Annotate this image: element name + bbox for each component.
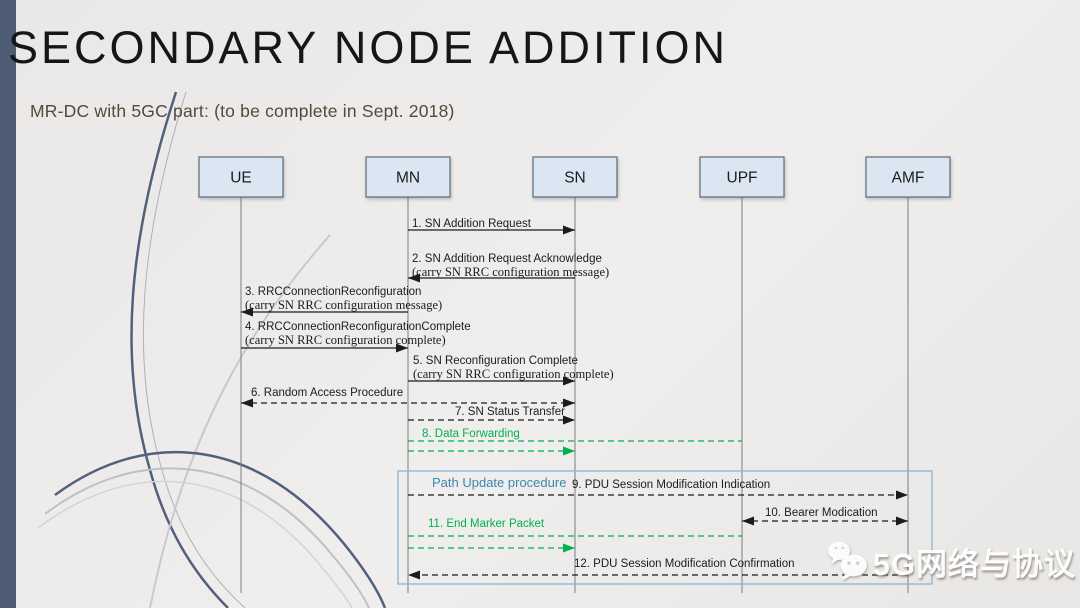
arrowhead	[896, 516, 908, 526]
arrowhead	[896, 490, 908, 500]
arrowhead	[563, 398, 575, 408]
message-label-12: 12. PDU Session Modification Confirmatio…	[574, 558, 795, 570]
slide-subtitle: MR-DC with 5GC part: (to be complete in …	[30, 101, 455, 121]
arrowhead	[408, 570, 420, 580]
arrowhead	[742, 516, 754, 526]
message-label-7: 7. SN Status Transfer	[455, 406, 565, 418]
actor-label-sn: SN	[564, 170, 586, 187]
watermark: 5G网络与协议	[826, 530, 1076, 592]
actor-box-ue	[198, 156, 284, 198]
message-sublabel-5: (carry SN RRC configuration complete)	[413, 367, 614, 381]
arrowhead	[563, 543, 575, 553]
actor-label-upf: UPF	[727, 170, 758, 187]
page-title: SECONDARY NODE ADDITION	[8, 22, 728, 73]
actor-label-amf: AMF	[892, 170, 925, 187]
actor-box-upf	[699, 156, 785, 198]
arrowhead	[563, 415, 575, 425]
watermark-text: 5G网络与协议	[872, 546, 1076, 582]
message-label-2: 2. SN Addition Request Acknowledge	[412, 253, 602, 265]
arrowhead	[563, 446, 575, 456]
arrowhead	[396, 343, 408, 353]
arrowhead	[563, 225, 575, 235]
frame-label: Path Update procedure	[432, 475, 566, 490]
arrowhead	[241, 398, 253, 408]
message-label-3: 3. RRCConnectionReconfiguration	[245, 286, 421, 298]
actor-label-ue: UE	[230, 170, 252, 187]
message-label-5: 5. SN Reconfiguration Complete	[413, 355, 578, 367]
actor-label-mn: MN	[396, 170, 420, 187]
wechat-icon	[828, 541, 867, 581]
path-update-frame	[397, 470, 933, 585]
arrowhead	[563, 376, 575, 386]
message-label-4: 4. RRCConnectionReconfigurationComplete	[245, 321, 471, 333]
message-label-11: 11. End Marker Packet	[428, 518, 545, 530]
arrowhead	[241, 307, 253, 317]
message-sublabel-3: (carry SN RRC configuration message)	[245, 298, 442, 312]
message-sublabel-2: (carry SN RRC configuration message)	[412, 265, 609, 279]
message-label-8: 8. Data Forwarding	[422, 428, 520, 440]
message-label-1: 1. SN Addition Request	[412, 218, 532, 230]
actor-box-mn	[365, 156, 451, 198]
arrowhead	[408, 273, 420, 283]
actor-box-amf	[865, 156, 951, 198]
actor-box-sn	[532, 156, 618, 198]
message-label-10: 10. Bearer Modication	[765, 507, 878, 519]
message-label-9: 9. PDU Session Modification Indication	[572, 479, 770, 491]
message-sublabel-4: (carry SN RRC configuration complete)	[245, 333, 446, 347]
message-label-6: 6. Random Access Procedure	[251, 387, 403, 399]
left-accent-bar	[0, 0, 16, 608]
